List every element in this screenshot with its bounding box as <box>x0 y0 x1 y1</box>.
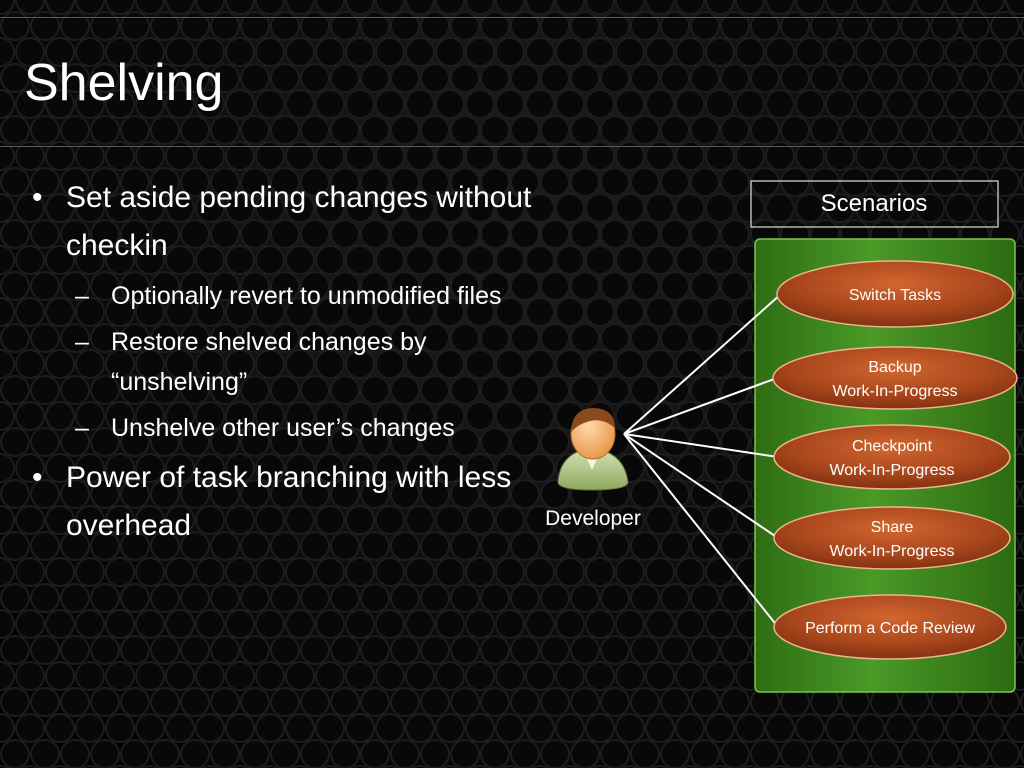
connector-line <box>623 433 779 458</box>
developer-avatar <box>557 408 629 491</box>
user-icon <box>557 408 629 491</box>
bullet-text: Power of task branching with less overhe… <box>66 461 512 542</box>
sub-bullet-marker: – <box>75 282 89 310</box>
bullet-marker: • <box>32 461 43 494</box>
scenario-label: Backup <box>868 359 921 376</box>
scenario-label: Work-In-Progress <box>829 462 954 479</box>
scenario-label: Perform a Code Review <box>805 620 975 637</box>
sub-bullet-marker: – <box>75 328 89 356</box>
connector-line <box>623 433 779 628</box>
scenario-label: Work-In-Progress <box>829 543 954 560</box>
sub-bullet-text: Unshelve other user’s changes <box>111 414 455 442</box>
connector-line <box>623 293 782 435</box>
bullet-list: • Set aside pending changes without check… <box>32 174 552 550</box>
sub-bullet-text: Optionally revert to unmodified files <box>111 282 502 310</box>
bullet-text: Set aside pending changes without checki… <box>66 181 532 262</box>
scenarios-header: Scenarios <box>821 190 928 217</box>
bullet-item: • Set aside pending changes without check… <box>32 174 552 270</box>
scenarios-header-box <box>750 180 999 228</box>
bullet-marker: • <box>32 181 43 214</box>
scenario-label: Work-In-Progress <box>832 383 957 400</box>
scenario-list: Switch TasksBackupWork-In-ProgressCheckp… <box>772 260 1018 660</box>
top-divider <box>0 17 1024 18</box>
connector-lines <box>623 293 782 628</box>
bullet-item: • Power of task branching with less overh… <box>32 454 552 550</box>
connector-line <box>623 433 779 539</box>
title-divider <box>0 146 1024 147</box>
scenario-label: Checkpoint <box>852 438 933 455</box>
scenario-oval: Switch Tasks <box>776 260 1014 328</box>
slide-title: Shelving <box>24 54 224 112</box>
sub-bullet-item: –Restore shelved changes by “unshelving” <box>32 322 552 402</box>
developer-label: Developer <box>545 507 641 530</box>
sub-bullet-text: Restore shelved changes by “unshelving” <box>111 328 427 396</box>
sub-bullet-marker: – <box>75 414 89 442</box>
sub-bullet-item: –Unshelve other user’s changes <box>32 408 552 448</box>
scenario-label: Share <box>871 519 914 536</box>
sub-bullet-item: –Optionally revert to unmodified files <box>32 276 552 316</box>
scenario-label: Switch Tasks <box>849 287 941 304</box>
connector-line <box>623 377 778 435</box>
scenario-oval: Perform a Code Review <box>773 594 1007 660</box>
